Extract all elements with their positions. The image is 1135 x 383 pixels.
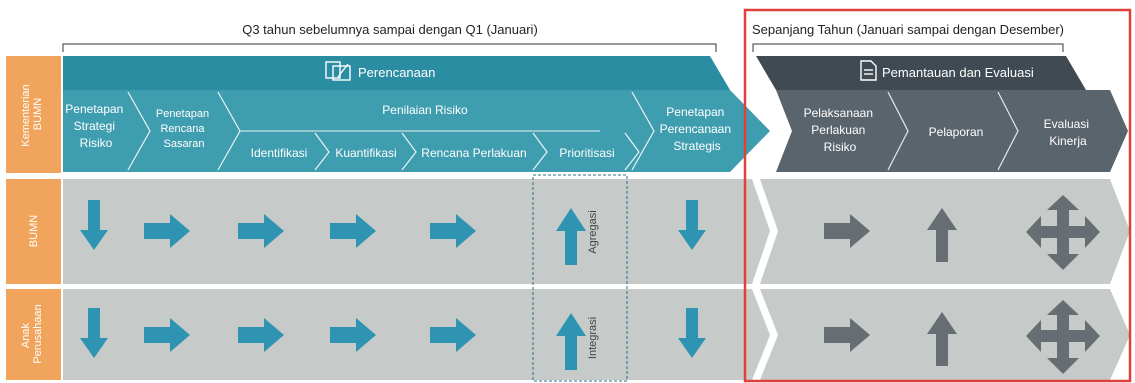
year-round-highlight-frame	[743, 8, 1132, 383]
step-pelaksanaan-perlakuan-risiko: Pelaksanaan Perlakuan Risiko	[804, 106, 877, 154]
right-bracket	[752, 43, 1064, 52]
step-penilaian-risiko: Penilaian Risiko	[382, 103, 468, 117]
step-divider	[997, 91, 1019, 171]
arrow-down-icon	[80, 200, 108, 250]
step-evaluasi-kinerja: Evaluasi Kinerja	[1044, 117, 1093, 148]
monitoring-header-label: Pemantauan dan Evaluasi	[882, 65, 1034, 80]
substep-kuantifikasi: Kuantifikasi	[335, 146, 396, 160]
step-divider	[314, 132, 330, 171]
arrow-right-icon	[824, 214, 870, 248]
step-pelaporan: Pelaporan	[929, 125, 984, 139]
arrow-right-icon	[330, 318, 376, 352]
arrow-right-icon	[144, 214, 190, 248]
right-bracket-label: Sepanjang Tahun (Januari sampai dengan D…	[752, 22, 1064, 37]
planning-header-shape	[63, 56, 730, 90]
left-bracket-label: Q3 tahun sebelumnya sampai dengan Q1 (Ja…	[242, 22, 538, 37]
step-divider	[401, 132, 417, 171]
band-anak-left	[63, 289, 770, 380]
side-label-bumn-bg	[6, 179, 61, 284]
arrow-right-icon	[430, 318, 476, 352]
arrow-up-icon	[556, 208, 586, 265]
substep-identifikasi: Identifikasi	[251, 146, 308, 160]
substep-rencana-perlakuan: Rencana Perlakuan	[421, 146, 526, 160]
step-penetapan-rencana-sasaran: Penetapan Rencana Sasaran	[156, 108, 212, 150]
side-label-anak-perusahaan-bg	[6, 289, 61, 380]
substep-prioritisasi: Prioritisasi	[559, 146, 614, 160]
step-penetapan-strategi-risiko: Penetapan Strategi Risiko	[65, 102, 126, 150]
integrasi-label: Integrasi	[587, 317, 599, 359]
arrow-right-icon	[824, 318, 870, 352]
monitoring-steps-shape	[776, 90, 1128, 172]
planning-header-label: Perencanaan	[358, 65, 435, 80]
side-label-kementerian-bg	[6, 56, 61, 173]
band-bumn-left	[63, 179, 770, 284]
step-penetapan-perencanaan-strategis: Penetapan Perencanaan Strategis	[660, 105, 735, 153]
arrow-up-icon	[556, 313, 586, 370]
arrow-right-icon	[430, 214, 476, 248]
step-divider	[532, 132, 548, 171]
arrow-right-icon	[330, 214, 376, 248]
agregasi-label: Agregasi	[587, 210, 599, 253]
arrow-down-icon	[678, 308, 706, 358]
step-divider	[624, 132, 640, 171]
step-divider	[631, 91, 655, 171]
arrow-down-icon	[678, 200, 706, 250]
prioritisasi-column-outline	[532, 174, 628, 382]
arrow-down-icon	[80, 308, 108, 358]
side-label-bumn: BUMN	[28, 215, 40, 247]
left-bracket	[62, 43, 717, 52]
arrow-right-icon	[144, 318, 190, 352]
devices-edit-icon	[325, 61, 351, 81]
arrow-right-icon	[238, 318, 284, 352]
four-way-arrow-icon	[1026, 300, 1100, 374]
four-way-arrow-icon	[1026, 195, 1100, 270]
document-icon	[860, 60, 877, 81]
arrow-up-icon	[927, 208, 957, 262]
monitoring-header-shape	[756, 56, 1086, 90]
step-divider	[127, 91, 151, 171]
step-divider	[887, 91, 909, 171]
arrow-up-icon	[927, 312, 957, 366]
side-label-kementerian: Kementerian BUMN	[20, 81, 44, 146]
arrow-right-icon	[238, 214, 284, 248]
side-label-anak-perusahaan: Anak Perusahaan	[20, 304, 44, 363]
